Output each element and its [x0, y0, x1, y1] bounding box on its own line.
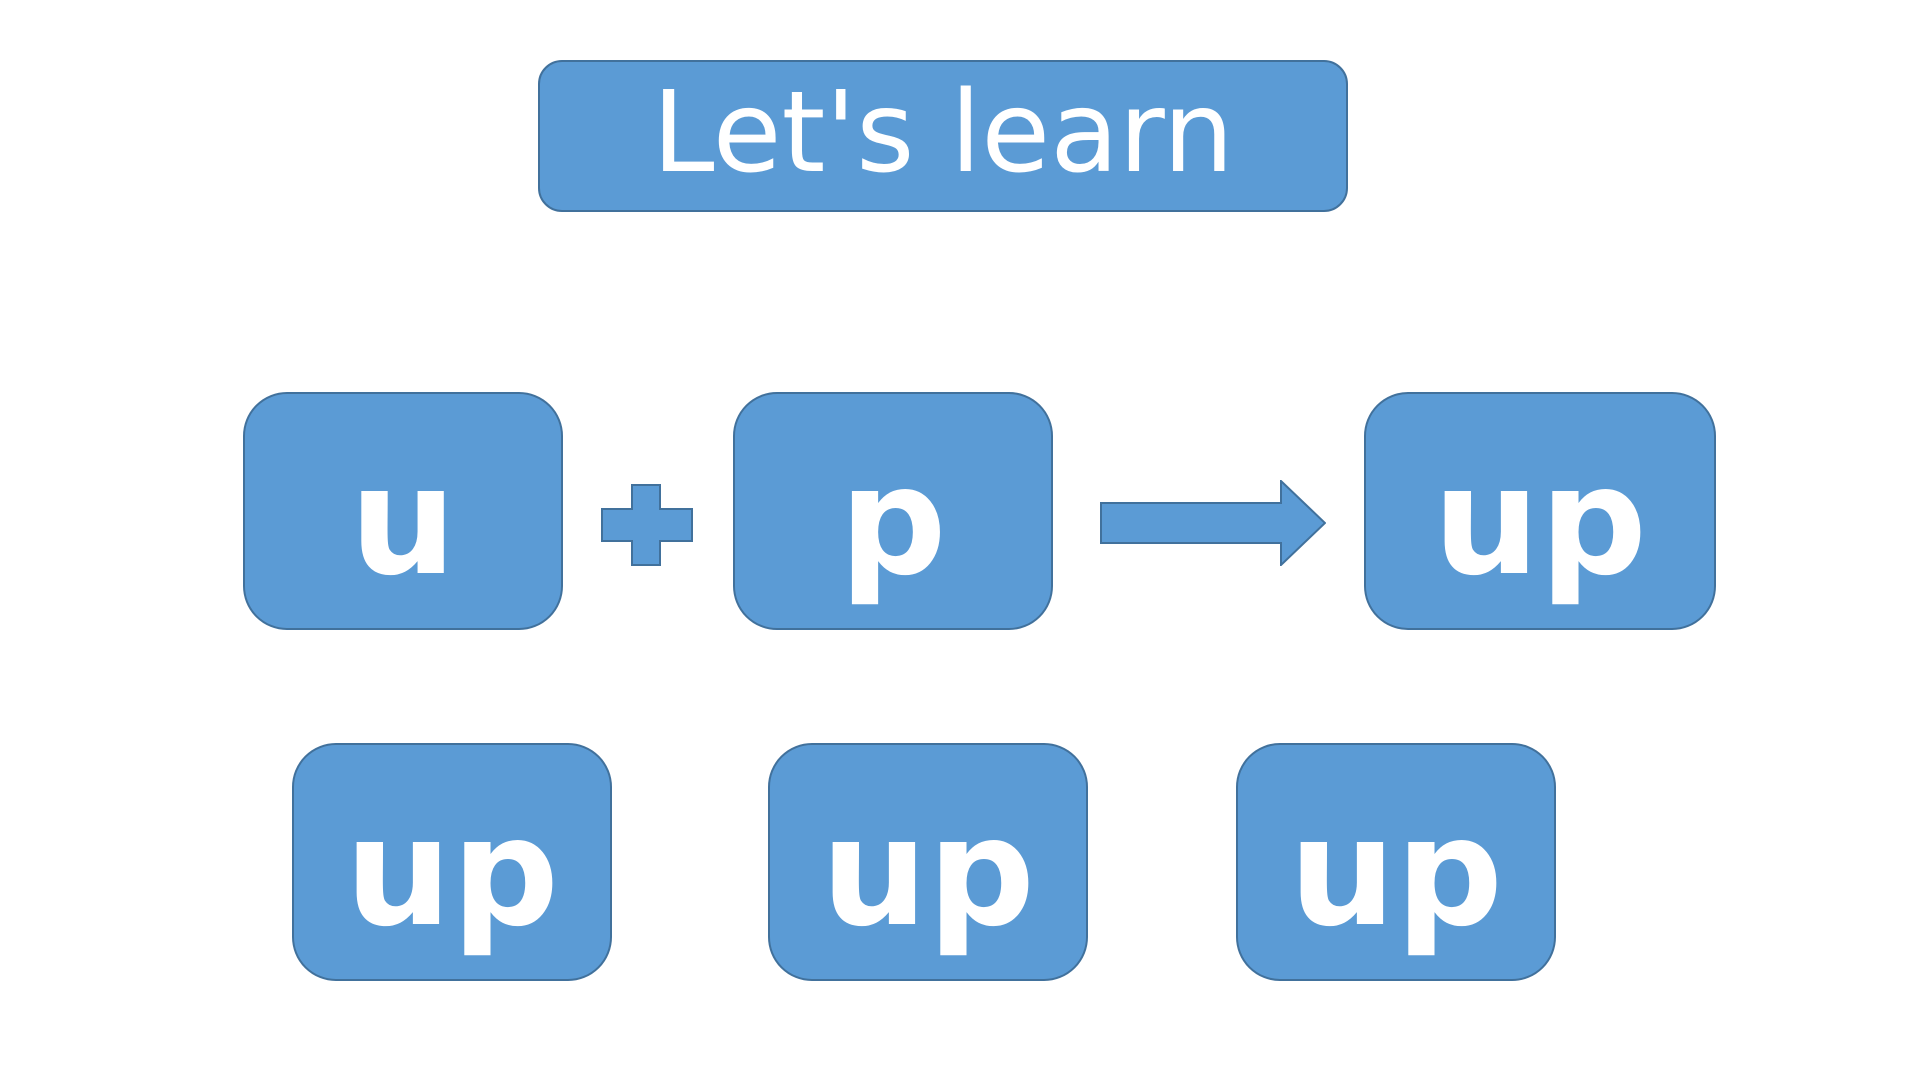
practice-card-text: up — [1288, 786, 1504, 960]
practice-card-1: up — [292, 743, 612, 981]
practice-card-text: up — [820, 786, 1036, 960]
plus-icon — [601, 484, 693, 566]
letter-card-u: u — [243, 392, 563, 630]
page-title: Let's learn — [652, 68, 1234, 198]
result-card-up: up — [1364, 392, 1716, 630]
letter-card-p: p — [733, 392, 1053, 630]
practice-card-3: up — [1236, 743, 1556, 981]
result-card-text: up — [1432, 435, 1648, 609]
letter-card-text: u — [349, 435, 457, 609]
practice-card-text: up — [344, 786, 560, 960]
practice-card-2: up — [768, 743, 1088, 981]
arrow-right-icon — [1100, 480, 1326, 566]
letter-card-text: p — [839, 435, 947, 609]
title-banner: Let's learn — [538, 60, 1348, 212]
